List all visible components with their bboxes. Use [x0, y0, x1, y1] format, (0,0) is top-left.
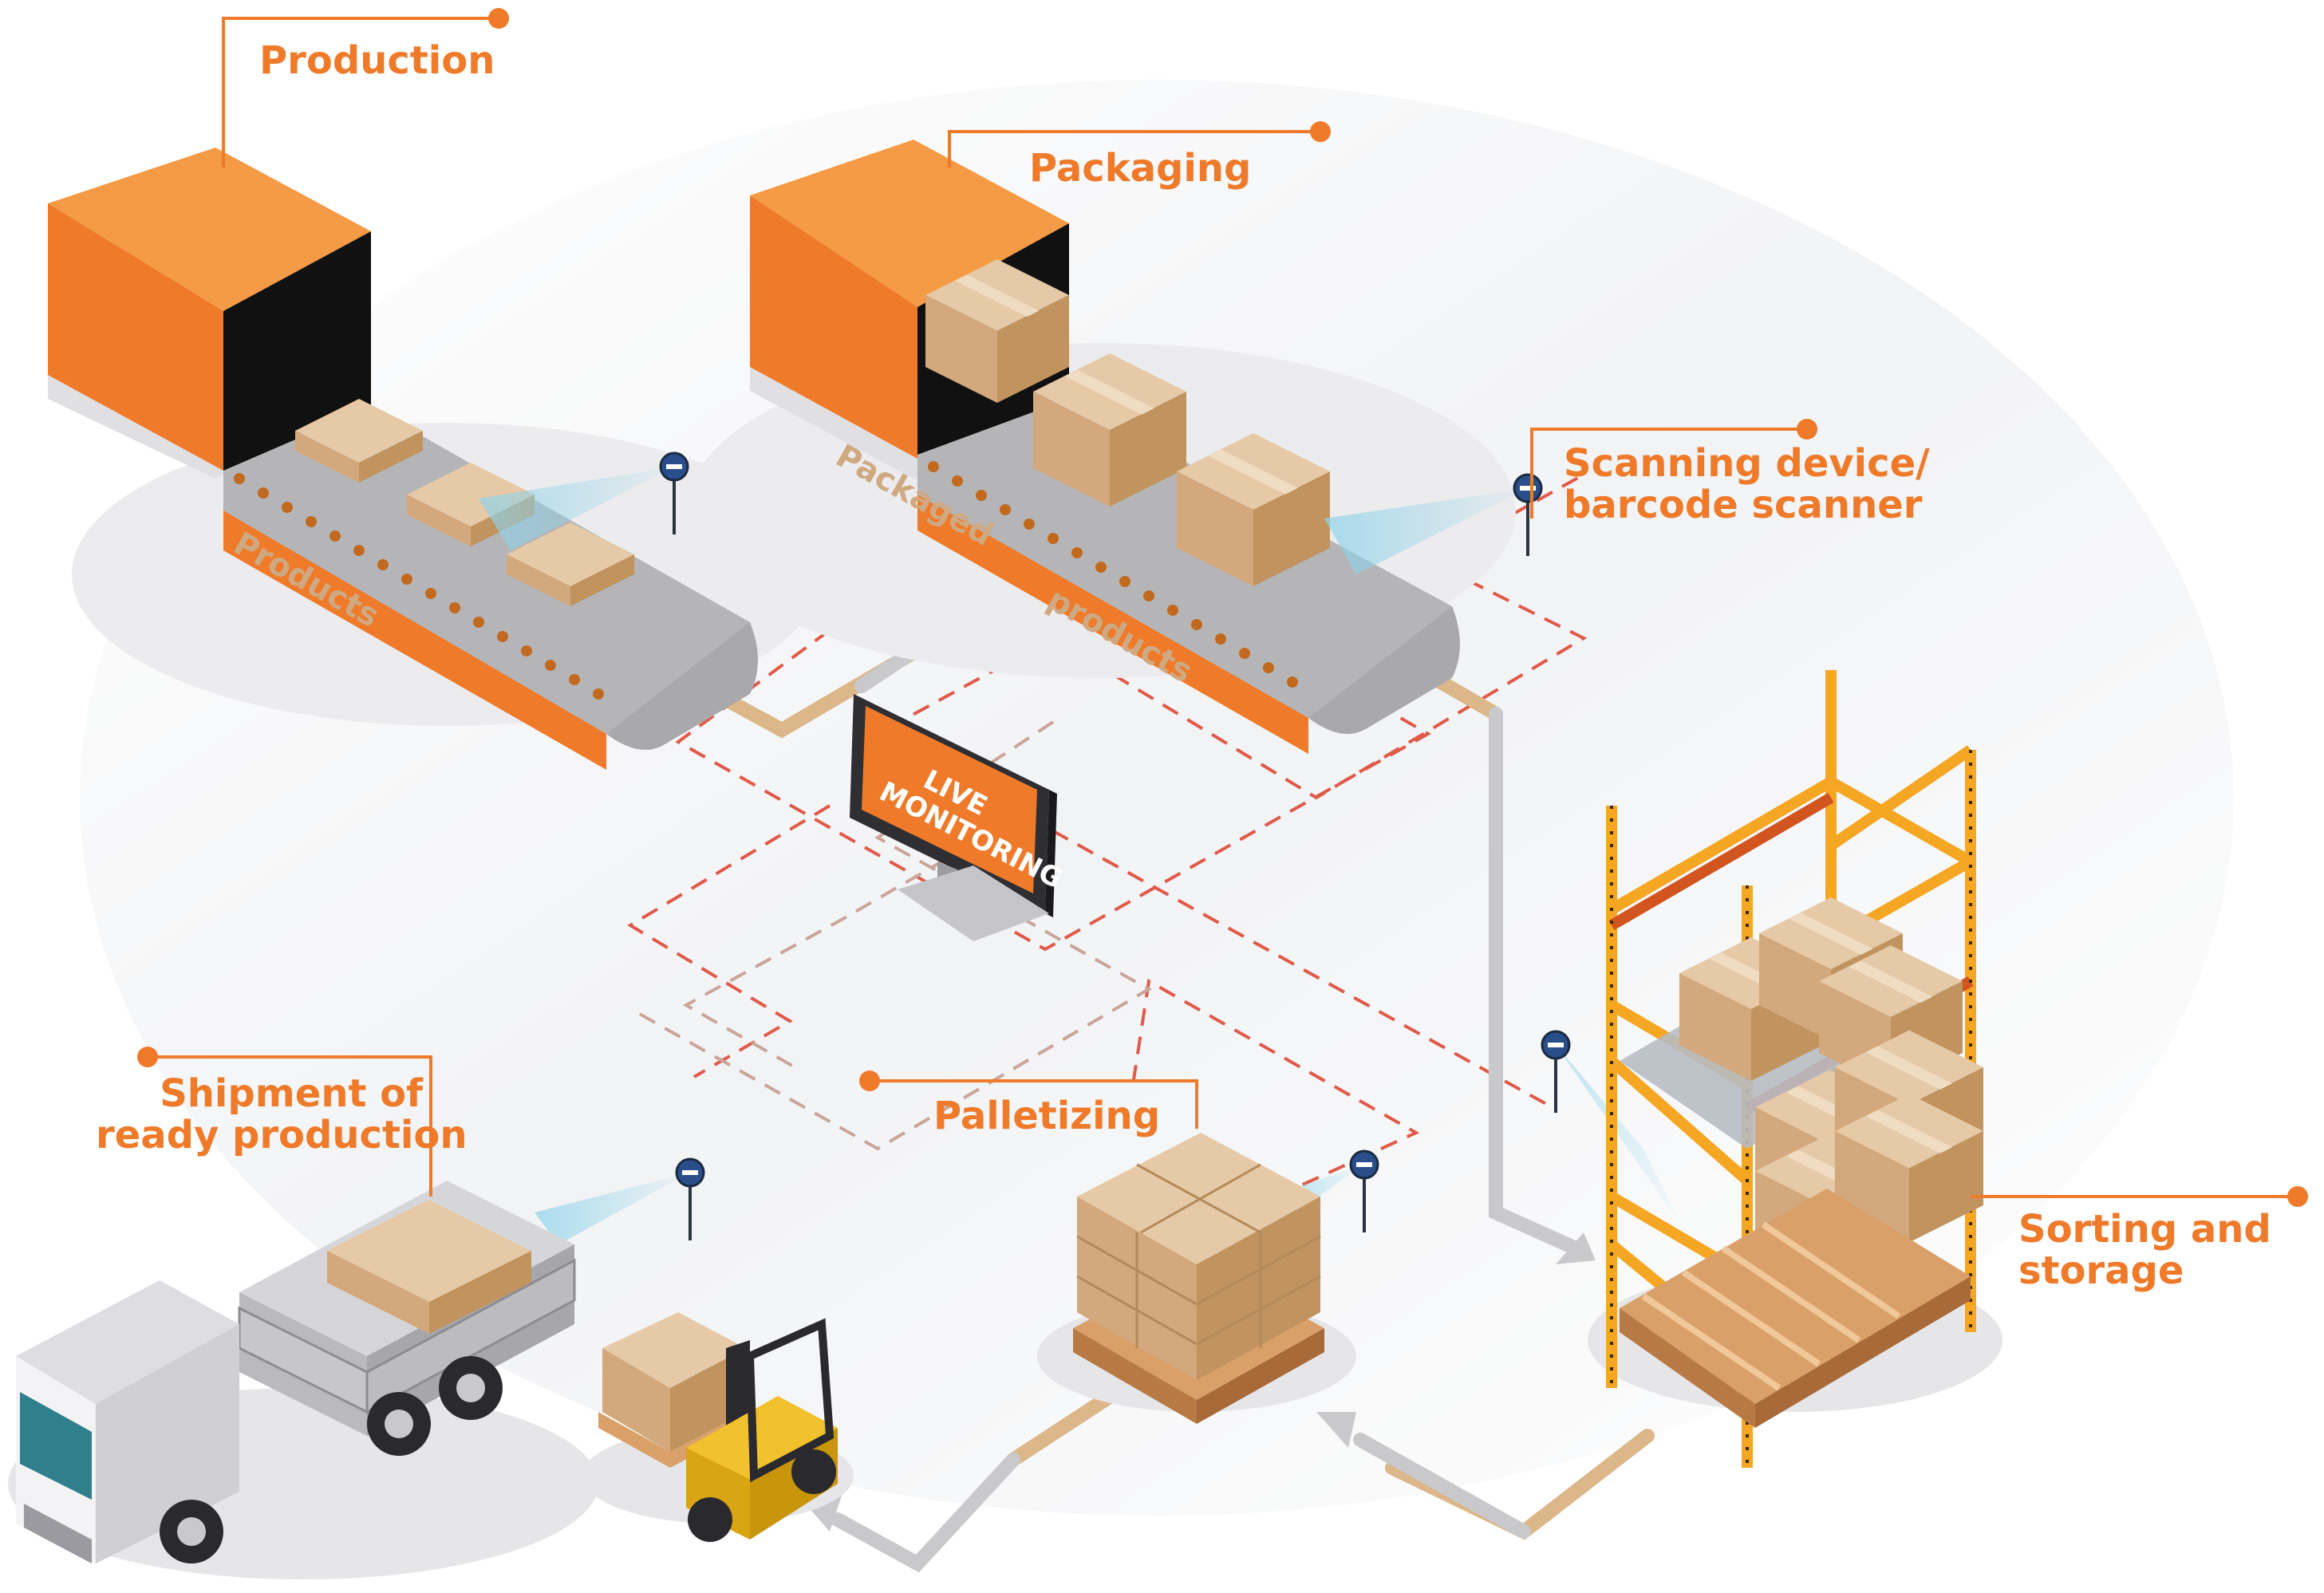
- label-scanning-device: Scanning device/ barcode scanner: [1564, 443, 1930, 526]
- flow-paths: [687, 578, 1655, 1573]
- label-sorting-storage: Sorting and storage: [2018, 1209, 2271, 1291]
- monitor-icon: LIVE MONITORING: [850, 694, 1067, 941]
- scanner-beams: [479, 467, 1683, 1244]
- label-palletizing: Palletizing: [933, 1094, 1161, 1138]
- label-sorting-line2: storage: [2018, 1248, 2184, 1293]
- storage-rack-icon: [1588, 670, 2002, 1468]
- callout-leaders: [148, 17, 2298, 1198]
- label-scanning-line1: Scanning device/: [1564, 441, 1930, 486]
- label-sorting-line1: Sorting and: [2018, 1207, 2271, 1252]
- pallet-icon: [1037, 1133, 1356, 1424]
- background-glow: [80, 80, 2234, 1516]
- production-conveyor: Products: [48, 148, 822, 770]
- packaging-conveyor: Packaged products: [686, 140, 1516, 754]
- label-scanning-line2: barcode scanner: [1564, 483, 1923, 527]
- label-shipment-line2: ready production: [96, 1113, 468, 1157]
- label-packaging: Packaging: [1029, 146, 1252, 191]
- label-production: Production: [259, 38, 495, 83]
- label-shipment-line1: Shipment of: [160, 1071, 423, 1116]
- forklift-icon: [582, 1312, 854, 1542]
- label-shipment: Shipment of ready production: [96, 1071, 468, 1157]
- truck-icon: [8, 1181, 598, 1579]
- callout-dots: [137, 8, 2308, 1207]
